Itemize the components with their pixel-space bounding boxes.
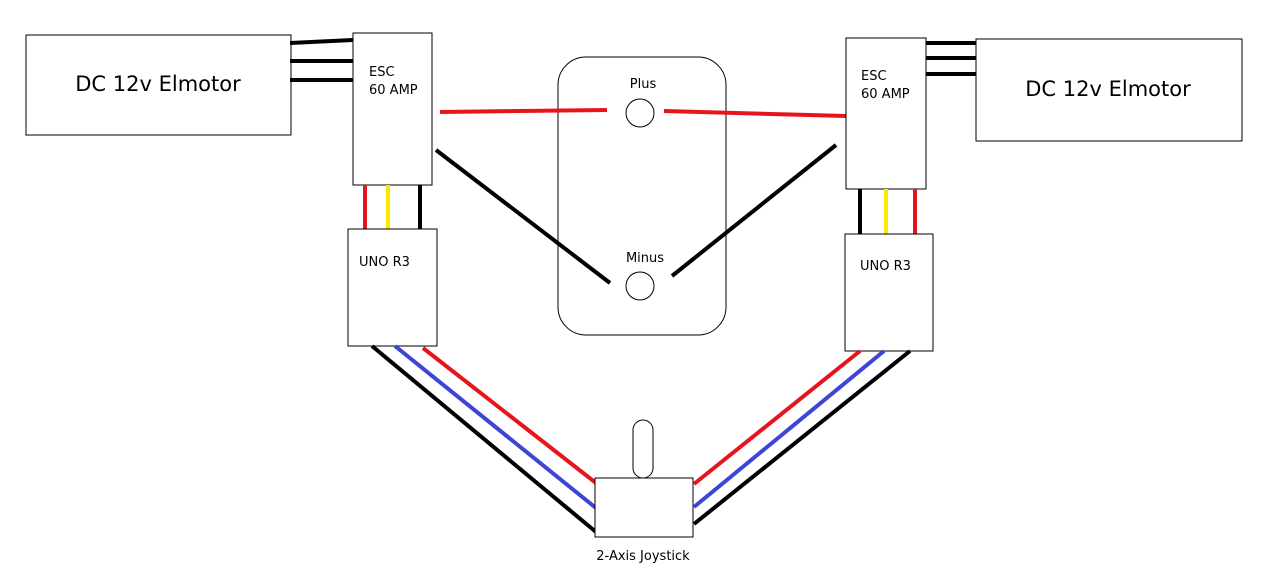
battery-minus-label: Minus	[626, 251, 664, 266]
joystick: 2-Axis Joystick	[594, 419, 694, 564]
joystick-box	[594, 477, 694, 538]
esc-left-uno-wires	[363, 185, 422, 230]
motor-right-box	[975, 38, 1243, 142]
esc-left-label-line2: 60 AMP	[369, 83, 418, 98]
esc-right-uno-wires	[858, 189, 917, 235]
motor-left-box	[25, 34, 292, 136]
motor-left-label: DC 12v Elmotor	[75, 72, 241, 96]
uno-right-box	[844, 233, 934, 352]
uno-left: UNO R3	[347, 228, 438, 347]
battery-plus-terminal	[625, 98, 655, 128]
motor-right: DC 12v Elmotor	[975, 38, 1243, 142]
plus-to-esc-left-wire	[439, 108, 608, 114]
motor-right-label: DC 12v Elmotor	[1025, 77, 1191, 101]
joystick-label: 2-Axis Joystick	[596, 549, 690, 564]
esc-right-label-line1: ESC	[861, 69, 887, 84]
power-wires	[434, 108, 847, 285]
battery-plus-label: Plus	[630, 77, 657, 92]
minus-to-esc-left-wire	[434, 148, 612, 285]
esc-right: ESC 60 AMP	[845, 37, 927, 190]
uno-right-joystick-black-wire	[692, 349, 912, 526]
esc-right-label-line2: 60 AMP	[861, 87, 910, 102]
joystick-stick	[632, 419, 654, 479]
motor-left-wire-1	[289, 38, 354, 45]
plus-to-esc-right-wire	[663, 109, 847, 118]
uno-right-joystick-wires	[692, 349, 912, 526]
esc-left-label-line1: ESC	[369, 65, 395, 80]
esc-right-box	[845, 37, 927, 190]
uno-left-joystick-wires	[370, 344, 598, 534]
uno-left-joystick-blue-wire	[393, 344, 598, 510]
battery: Plus Minus	[557, 56, 727, 336]
motor-left: DC 12v Elmotor	[25, 34, 292, 136]
motor-left-esc-wires	[289, 38, 354, 82]
esc-left-box	[352, 32, 433, 186]
uno-right-joystick-red-wire	[692, 349, 862, 486]
uno-left-label: UNO R3	[359, 255, 410, 270]
minus-to-esc-right-wire	[670, 143, 838, 278]
esc-left: ESC 60 AMP	[352, 32, 433, 186]
uno-left-joystick-red-wire	[421, 346, 598, 485]
uno-right-label: UNO R3	[860, 259, 911, 274]
uno-right: UNO R3	[844, 233, 934, 352]
battery-minus-terminal	[625, 271, 655, 301]
uno-left-joystick-black-wire	[370, 344, 598, 534]
motor-right-esc-wires	[926, 41, 977, 76]
uno-right-joystick-blue-wire	[692, 349, 886, 509]
uno-left-box	[347, 228, 438, 347]
